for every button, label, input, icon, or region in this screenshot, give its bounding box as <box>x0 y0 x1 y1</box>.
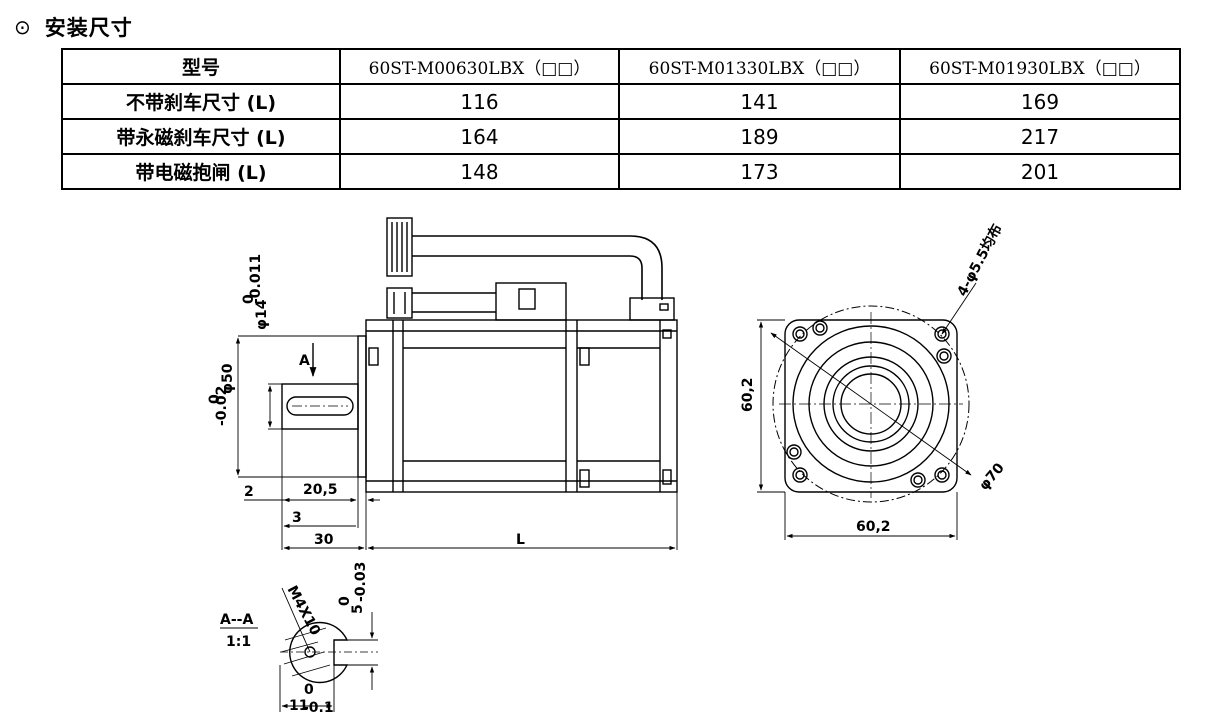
dim-3-label: 3 <box>292 510 302 526</box>
front-view-dimensions <box>757 282 977 540</box>
key-width-label: 5 <box>350 604 366 614</box>
pcd-label: φ70 <box>976 460 1008 494</box>
dim-2-label: 2 <box>244 484 254 500</box>
section-heading: ⊙ 安装尺寸 <box>14 12 133 42</box>
motor-flange <box>357 335 367 478</box>
table-cell: 201 <box>899 153 1181 190</box>
thread-label: M4X10 <box>284 583 324 638</box>
table-header-row: 型号 60ST-M00630LBX（□□） 60ST-M01330LBX（□□）… <box>61 48 1181 85</box>
side-view-dimensions <box>235 335 678 551</box>
shaft-tol0-label: 0 <box>241 294 257 304</box>
header-model-2: 60ST-M01330LBX（□□） <box>618 48 901 85</box>
row-label: 带电磁抱闸 (L) <box>61 153 341 190</box>
header-model: 型号 <box>61 48 341 85</box>
flange-tol-label: -0.02 <box>214 386 230 426</box>
keyway <box>286 396 354 416</box>
table-cell: 116 <box>339 83 620 120</box>
row-label: 不带刹车尺寸 (L) <box>61 83 341 120</box>
flange-dia-label: φ50 <box>220 363 236 394</box>
table-cell: 217 <box>899 118 1181 155</box>
table-cell: 148 <box>339 153 620 190</box>
depth-tol-label: -0.1 <box>303 700 334 716</box>
depth-label: 11 <box>289 698 308 714</box>
table-cell: 141 <box>618 83 901 120</box>
holes-label: 4-φ5.5均布 <box>953 221 1005 299</box>
flange-tol0-label: 0 <box>207 394 223 404</box>
section-scale-label: 1:1 <box>226 634 251 650</box>
header-model-1: 60ST-M00630LBX（□□） <box>339 48 620 85</box>
depth-tol0-label: 0 <box>304 682 314 698</box>
table-cell: 189 <box>618 118 901 155</box>
section-title: 安装尺寸 <box>44 16 133 40</box>
dim-l-label: L <box>516 532 525 548</box>
table-cell: 164 <box>339 118 620 155</box>
dim-30-label: 30 <box>314 532 334 548</box>
table-cell: 169 <box>899 83 1181 120</box>
key-tol-label: -0.03 <box>353 562 369 602</box>
section-a-a-view <box>280 621 378 684</box>
header-model-3: 60ST-M01930LBX（□□） <box>899 48 1181 85</box>
dim-20-5-label: 20,5 <box>303 482 338 498</box>
dimension-table: 型号 60ST-M00630LBX（□□） 60ST-M01330LBX（□□）… <box>61 48 1181 190</box>
table-row: 不带刹车尺寸 (L) 116 141 169 <box>61 83 1181 120</box>
table-row: 带永磁刹车尺寸 (L) 164 189 217 <box>61 118 1181 155</box>
table-row: 带电磁抱闸 (L) 148 173 201 <box>61 153 1181 190</box>
shaft-section <box>289 621 349 684</box>
motor-body <box>365 319 678 493</box>
front-width-label: 60,2 <box>856 519 891 535</box>
key-tol0-label: 0 <box>337 596 353 606</box>
bullet-icon: ⊙ <box>14 15 31 39</box>
shaft-tol-label: -0.011 <box>248 254 264 304</box>
power-connector <box>386 287 413 319</box>
shaft-dia-label: φ14 <box>254 299 270 330</box>
motor-side-view <box>281 217 678 493</box>
motor-shaft <box>281 383 359 430</box>
table-cell: 173 <box>618 153 901 190</box>
front-height-label: 60,2 <box>740 377 756 412</box>
section-dimensions <box>220 587 378 712</box>
section-title-label: A--A <box>220 612 253 628</box>
row-label: 带永磁刹车尺寸 (L) <box>61 118 341 155</box>
encoder-connector <box>386 217 413 277</box>
section-mark-a: A <box>299 353 310 369</box>
